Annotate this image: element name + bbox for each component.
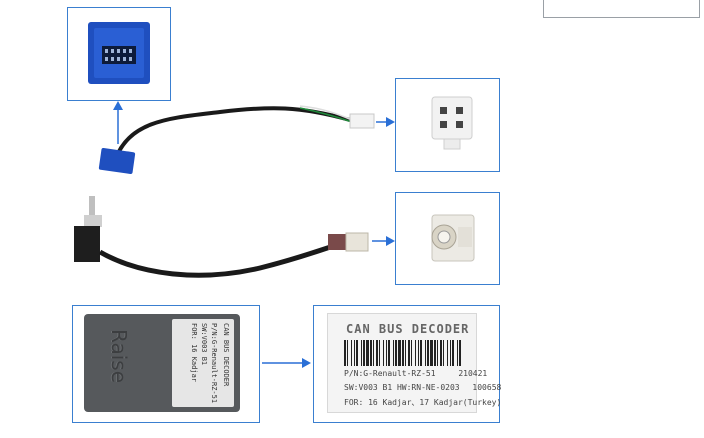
barcode-bar bbox=[395, 340, 397, 366]
barcode-bar bbox=[452, 340, 454, 366]
blue-connector-frame bbox=[67, 7, 171, 101]
barcode-bar bbox=[366, 340, 369, 366]
barcode-bar bbox=[356, 340, 358, 366]
barcode-bar bbox=[443, 340, 444, 366]
barcode-bar bbox=[347, 340, 348, 366]
barcode-bar bbox=[354, 340, 355, 366]
sticker-pn: P/N:G-Renault-RZ-51 bbox=[210, 323, 218, 404]
decoder-sticker: CAN BUS DECODER P/N:G-Renault-RZ-51 SW:V… bbox=[172, 319, 234, 407]
barcode-bar bbox=[434, 340, 436, 366]
white-plug bbox=[349, 113, 375, 129]
blue-connector-closeup bbox=[88, 22, 150, 84]
decoder-box: Raise CAN BUS DECODER P/N:G-Renault-RZ-5… bbox=[84, 314, 240, 412]
label-serial: 100658 bbox=[472, 383, 502, 392]
white-connector-frame bbox=[395, 78, 500, 172]
barcode-bar bbox=[351, 340, 352, 366]
label-card: CAN BUS DECODER P/N:G-Renault-RZ-51 2104… bbox=[327, 313, 501, 413]
label-pn-row: P/N:G-Renault-RZ-51 210421 bbox=[344, 369, 487, 378]
fakra-connector-closeup bbox=[431, 214, 475, 262]
barcode-bar bbox=[418, 340, 419, 366]
barcode-bar bbox=[408, 340, 410, 366]
barcode-bar bbox=[450, 340, 451, 366]
label-for: FOR: 16 Kadjar、17 Kadjar(Turkey) bbox=[344, 398, 502, 407]
barcode-bar bbox=[459, 340, 461, 366]
barcode-bar bbox=[447, 340, 448, 366]
label-sw-row: SW:V003 B1 HW:RN-NE-0203 100658 bbox=[344, 383, 501, 392]
label-pn: P/N:G-Renault-RZ-51 bbox=[344, 369, 436, 378]
barcode-bar bbox=[411, 340, 412, 366]
barcode-bar bbox=[361, 340, 362, 366]
white-connector-closeup bbox=[431, 96, 473, 150]
barcode-bar bbox=[457, 340, 458, 366]
barcode-bar bbox=[370, 340, 372, 366]
barcode-bar bbox=[383, 340, 384, 366]
barcode-bar bbox=[344, 340, 346, 366]
barcode-bar bbox=[415, 340, 416, 366]
label-sw: SW:V003 B1 HW:RN-NE-0203 bbox=[344, 383, 460, 392]
barcode-bar bbox=[386, 340, 387, 366]
barcode bbox=[344, 340, 461, 366]
barcode-bar bbox=[425, 340, 426, 366]
blue-plug bbox=[98, 147, 136, 175]
top-right-box bbox=[543, 0, 700, 18]
barcode-bar bbox=[405, 340, 406, 366]
barcode-bar bbox=[430, 340, 433, 366]
fakra-connector-frame bbox=[395, 192, 500, 285]
barcode-bar bbox=[437, 340, 438, 366]
barcode-bar bbox=[376, 340, 378, 366]
label-title: CAN BUS DECODER bbox=[346, 322, 470, 336]
barcode-bar bbox=[363, 340, 365, 366]
barcode-bar bbox=[420, 340, 422, 366]
barcode-bar bbox=[388, 340, 390, 366]
sticker-for: FOR: 16 Kadjar bbox=[190, 323, 198, 383]
barcode-bar bbox=[440, 340, 442, 366]
sticker-sw: SW:V003 B1 bbox=[200, 323, 208, 366]
barcode-bar bbox=[393, 340, 394, 366]
barcode-bar bbox=[373, 340, 374, 366]
sticker-title: CAN BUS DECODER bbox=[222, 323, 230, 387]
barcode-bar bbox=[398, 340, 401, 366]
fakra-plug-body bbox=[328, 234, 346, 250]
barcode-bar bbox=[379, 340, 380, 366]
barcode-bar bbox=[402, 340, 404, 366]
label-date: 210421 bbox=[458, 369, 488, 378]
decoder-brand: Raise bbox=[107, 329, 131, 383]
barcode-bar bbox=[427, 340, 429, 366]
